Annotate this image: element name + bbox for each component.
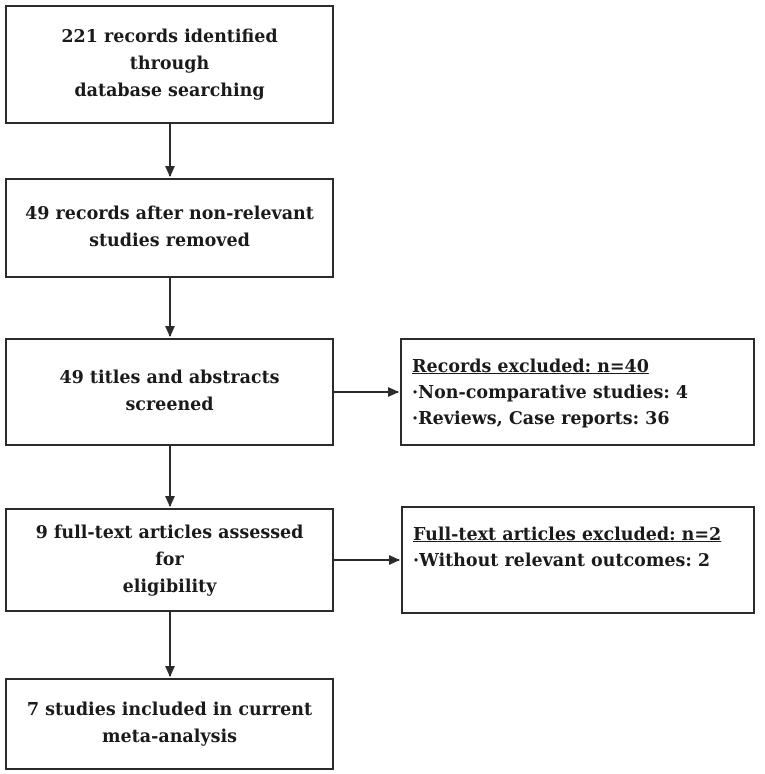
box-full-text-excluded: Full-text articles excluded: n=2 ·Withou… — [401, 506, 755, 614]
box-titles-abstracts-screened: 49 titles and abstracts screened — [5, 338, 334, 446]
box-studies-included-text: 7 studies included in current meta-analy… — [27, 697, 312, 751]
box-full-text-assessed: 9 full-text articles assessed for eligib… — [5, 508, 334, 612]
box-text-line: 221 records identified through — [61, 27, 278, 74]
records-excluded-heading: Records excluded: n=40 — [412, 357, 649, 377]
box-studies-included: 7 studies included in current meta-analy… — [5, 678, 334, 770]
records-excluded-item: ·Non-comparative studies: 4 — [412, 383, 689, 403]
records-excluded-item: ·Reviews, Case reports: 36 — [412, 409, 670, 429]
box-text-line: 7 studies included in current — [26, 700, 313, 720]
box-text-line: 9 full-text articles assessed for — [35, 522, 304, 570]
box-full-text-assessed-text: 9 full-text articles assessed for eligib… — [21, 520, 318, 601]
full-text-excluded-item: ·Without relevant outcomes: 2 — [413, 551, 711, 571]
box-text-line: 49 records after non-relevant — [25, 204, 314, 224]
box-text-line: studies removed — [89, 231, 250, 251]
box-records-identified: 221 records identified through database … — [5, 5, 334, 124]
box-titles-abstracts-screened-text: 49 titles and abstracts screened — [21, 365, 318, 419]
box-records-excluded: Records excluded: n=40 ·Non-comparative … — [400, 338, 755, 446]
box-records-identified-text: 221 records identified through database … — [21, 24, 318, 105]
box-text-line: eligibility — [122, 576, 217, 597]
box-text-line: meta-analysis — [102, 727, 237, 747]
box-records-after-removal: 49 records after non-relevant studies re… — [5, 178, 334, 278]
full-text-excluded-heading: Full-text articles excluded: n=2 — [413, 525, 722, 545]
box-records-after-removal-text: 49 records after non-relevant studies re… — [25, 201, 314, 255]
box-text-line: 49 titles and abstracts screened — [59, 368, 280, 415]
box-text-line: database searching — [74, 81, 265, 101]
